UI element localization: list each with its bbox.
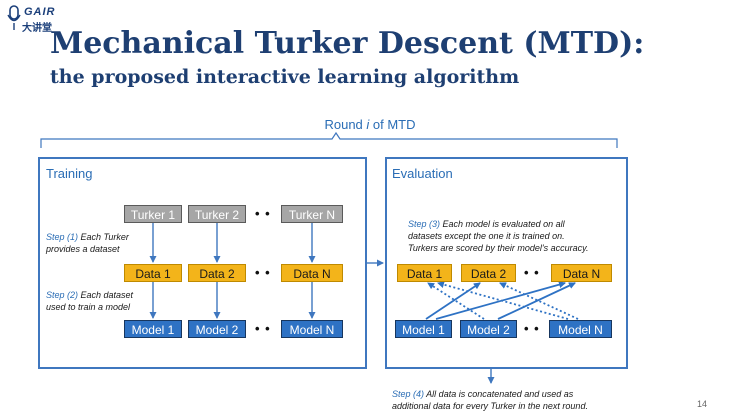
training-data-1-box: Data 1: [124, 264, 182, 282]
training-model-n-box: Model N: [281, 320, 343, 338]
step-2-text: Step (2) Each dataset used to train a mo…: [46, 289, 133, 313]
turker-ellipsis: • •: [255, 206, 271, 221]
round-prefix: Round: [324, 117, 367, 132]
eval-model-ellipsis: • •: [524, 321, 540, 336]
step-1-text: Step (1) Each Turker provides a dataset: [46, 231, 129, 255]
training-data-n-box: Data N: [281, 264, 343, 282]
eval-model-1-box: Model 1: [395, 320, 452, 338]
training-data-ellipsis: • •: [255, 265, 271, 280]
evaluation-title: Evaluation: [392, 166, 453, 181]
step-2-text-a: Each dataset: [78, 290, 134, 300]
training-data-2-box: Data 2: [188, 264, 246, 282]
step-4-text-b: additional data for every Turker in the …: [392, 401, 588, 411]
step-3-label: Step (3): [408, 219, 441, 229]
step-1-text-a: Each Turker: [78, 232, 129, 242]
round-variable: i: [366, 117, 370, 132]
training-panel: [38, 157, 367, 369]
training-model-1-box: Model 1: [124, 320, 182, 338]
turker-n-box: Turker N: [281, 205, 343, 223]
page-number: 14: [697, 399, 708, 409]
training-model-ellipsis: • •: [255, 321, 271, 336]
step-3-text-a: Each model is evaluated on all: [440, 219, 565, 229]
training-model-2-box: Model 2: [188, 320, 246, 338]
eval-data-1-box: Data 1: [397, 264, 452, 282]
microphone-icon: [7, 5, 21, 30]
eval-data-2-box: Data 2: [461, 264, 516, 282]
step-2-label: Step (2): [46, 290, 79, 300]
logo-text-en: GAIR: [24, 6, 56, 18]
slide-subtitle: the proposed interactive learning algori…: [50, 66, 520, 88]
eval-data-ellipsis: • •: [524, 265, 540, 280]
step-3-text-c: Turkers are scored by their model's accu…: [408, 243, 589, 253]
eval-model-n-box: Model N: [549, 320, 612, 338]
round-suffix: of MTD: [369, 117, 416, 132]
step-4-text-a: All data is concatenated and used as: [424, 389, 574, 399]
round-label: Round i of MTD: [0, 117, 740, 132]
evaluation-panel: [385, 157, 628, 369]
step-4-label: Step (4): [392, 389, 425, 399]
step-2-text-b: used to train a model: [46, 302, 131, 312]
turker-2-box: Turker 2: [188, 205, 246, 223]
eval-data-n-box: Data N: [551, 264, 612, 282]
logo-text-cn: 大讲堂: [22, 23, 52, 34]
step-3-text: Step (3) Each model is evaluated on all …: [408, 218, 588, 254]
step-3-text-b: datasets except the one it is trained on…: [408, 231, 565, 241]
step-4-text: Step (4) All data is concatenated and us…: [392, 388, 588, 412]
slide-title: Mechanical Turker Descent (MTD):: [50, 26, 645, 61]
step-1-label: Step (1): [46, 232, 79, 242]
training-title: Training: [46, 166, 93, 181]
eval-model-2-box: Model 2: [460, 320, 517, 338]
gair-logo: GAIR 大讲堂: [6, 4, 64, 34]
turker-1-box: Turker 1: [124, 205, 182, 223]
step-1-text-b: provides a dataset: [46, 244, 120, 254]
